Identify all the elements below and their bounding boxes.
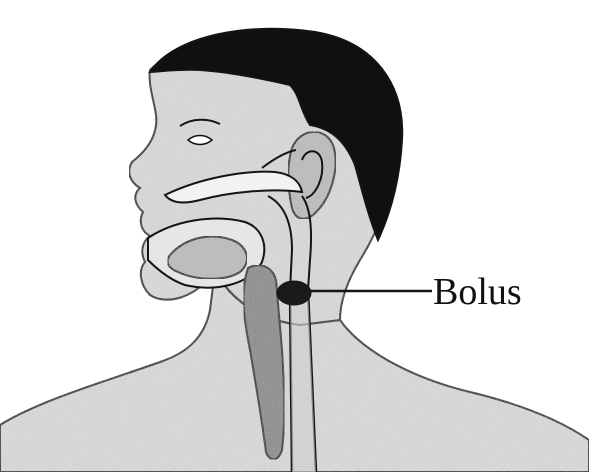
bolus-label: Bolus (433, 271, 522, 313)
bolus (277, 281, 311, 305)
eye (188, 136, 212, 145)
